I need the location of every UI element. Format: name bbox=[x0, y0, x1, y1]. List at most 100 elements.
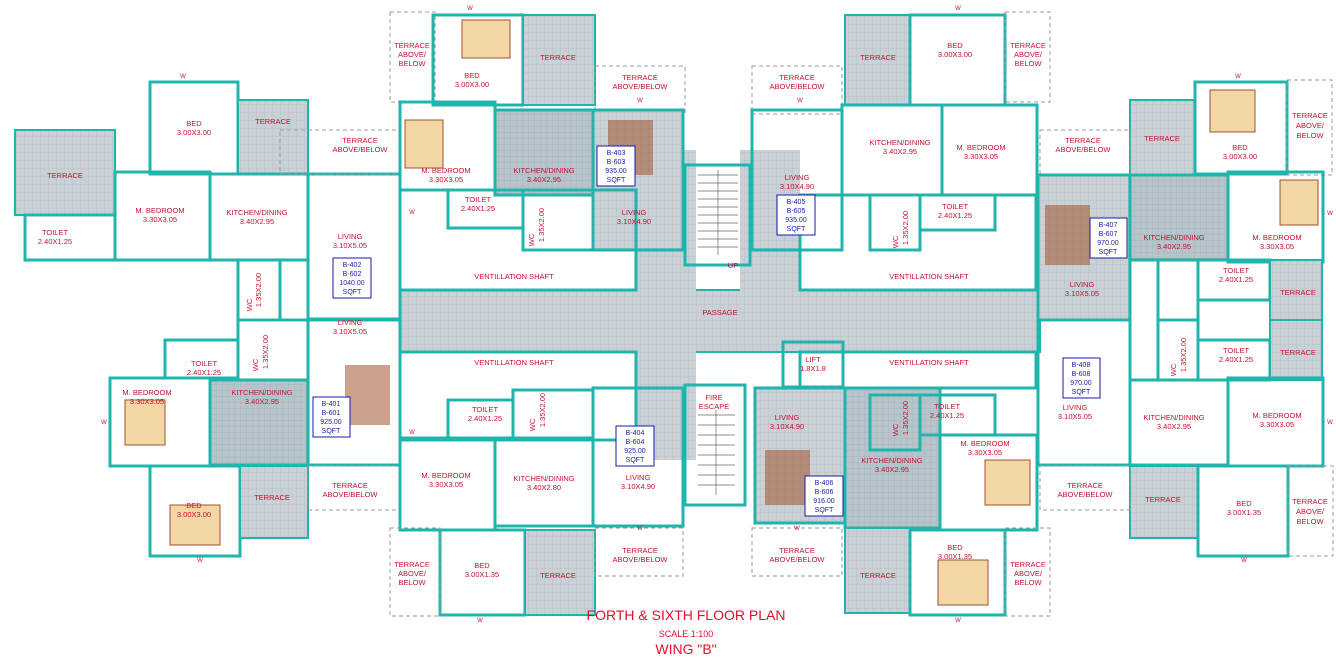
room-label: TERRACE bbox=[540, 53, 576, 62]
svg-text:W: W bbox=[1327, 211, 1333, 217]
room-label: KITCHEN/DINING bbox=[1143, 413, 1204, 422]
room-label: LIVING bbox=[1063, 403, 1088, 412]
room-label: M. BEDROOM bbox=[135, 206, 184, 215]
svg-text:B-407: B-407 bbox=[1099, 222, 1118, 229]
room-label: ABOVE/BELOW bbox=[322, 490, 378, 499]
room-label: BELOW bbox=[1014, 59, 1042, 68]
svg-text:1040.00: 1040.00 bbox=[339, 280, 364, 287]
svg-text:B-403: B-403 bbox=[607, 150, 626, 157]
svg-text:B-607: B-607 bbox=[1099, 231, 1118, 238]
room-label: WC bbox=[251, 358, 260, 371]
room-label: TERRACE bbox=[1144, 134, 1180, 143]
room-size: 2.40X1.25 bbox=[930, 411, 964, 420]
svg-text:B-405: B-405 bbox=[787, 199, 806, 206]
room-label: ABOVE/ bbox=[1014, 50, 1043, 59]
room-size: 3.10X4.90 bbox=[780, 182, 814, 191]
room-label: BED bbox=[186, 119, 202, 128]
svg-text:W: W bbox=[409, 430, 415, 436]
room-size: 1.35X2.00 bbox=[538, 393, 547, 427]
room-size: 3.30X3.05 bbox=[130, 397, 164, 406]
svg-text:B-605: B-605 bbox=[787, 208, 806, 215]
room-size: 3.10X5.05 bbox=[1065, 289, 1099, 298]
fire-escape-label: ESCAPE bbox=[699, 402, 729, 411]
room-label: BED bbox=[474, 561, 490, 570]
room-size: 3.30X3.05 bbox=[964, 152, 998, 161]
room-label: TERRACE bbox=[779, 73, 815, 82]
room-size: 3.30X3.05 bbox=[429, 175, 463, 184]
room-label: KITCHEN/DINING bbox=[513, 474, 574, 483]
room-size: 3.30X3.05 bbox=[1260, 242, 1294, 251]
room-size: 3.40X2.95 bbox=[875, 465, 909, 474]
room-label: KITCHEN/DINING bbox=[1143, 233, 1204, 242]
svg-text:W: W bbox=[794, 526, 800, 532]
room-label: LIVING bbox=[622, 208, 647, 217]
svg-text:970.00: 970.00 bbox=[1070, 380, 1092, 387]
room-label: KITCHEN/DINING bbox=[513, 166, 574, 175]
room-label: TERRACE bbox=[394, 560, 430, 569]
svg-text:W: W bbox=[477, 618, 483, 624]
room-size: 3.00X1.35 bbox=[465, 570, 499, 579]
svg-text:W: W bbox=[409, 210, 415, 216]
room-label: ABOVE/BELOW bbox=[769, 82, 825, 91]
room-label: TERRACE bbox=[1280, 348, 1316, 357]
svg-text:B-401: B-401 bbox=[322, 401, 341, 408]
room-label: ABOVE/BELOW bbox=[1055, 145, 1111, 154]
room-size: 3.40X2.80 bbox=[527, 483, 561, 492]
room-label: M. BEDROOM bbox=[421, 471, 470, 480]
lift-label: LIFT bbox=[805, 355, 821, 364]
room-size: 1.35X2.00 bbox=[254, 273, 263, 307]
plan-scale: SCALE 1:100 bbox=[659, 629, 714, 639]
room-size: 3.00X3.00 bbox=[938, 50, 972, 59]
room-label: TERRACE bbox=[1065, 136, 1101, 145]
room-size: 3.10X4.90 bbox=[621, 482, 655, 491]
room-label: TERRACE bbox=[332, 481, 368, 490]
room-label: WC bbox=[891, 235, 900, 248]
plan-title: FORTH & SIXTH FLOOR PLAN bbox=[587, 607, 786, 623]
room-size: 3.30X3.05 bbox=[1260, 420, 1294, 429]
room-label: M. BEDROOM bbox=[1252, 411, 1301, 420]
room-label: BED bbox=[1236, 499, 1252, 508]
room-label: WC bbox=[891, 423, 900, 436]
room-size: 2.40X1.25 bbox=[1219, 275, 1253, 284]
room-size: 3.00X3.00 bbox=[1223, 152, 1257, 161]
room-label: TOILET bbox=[1223, 266, 1250, 275]
svg-text:SQFT: SQFT bbox=[607, 177, 626, 184]
unit-401-walls bbox=[108, 318, 402, 558]
room-label: M. BEDROOM bbox=[1252, 233, 1301, 242]
room-size: 2.40X1.25 bbox=[187, 368, 221, 377]
room-size: 2.40X1.25 bbox=[38, 237, 72, 246]
room-label: TOILET bbox=[472, 405, 499, 414]
room-size: 3.10X5.05 bbox=[333, 327, 367, 336]
svg-text:B-404: B-404 bbox=[626, 430, 645, 437]
room-label: M. BEDROOM bbox=[122, 388, 171, 397]
room-label: ABOVE/BELOW bbox=[769, 555, 825, 564]
svg-text:W: W bbox=[797, 98, 803, 104]
svg-text:W: W bbox=[955, 6, 961, 12]
unit-402-walls bbox=[14, 80, 402, 322]
room-label: LIVING bbox=[1070, 280, 1095, 289]
room-label: TERRACE bbox=[342, 136, 378, 145]
svg-text:W: W bbox=[197, 558, 203, 564]
room-label: LIVING bbox=[785, 173, 810, 182]
room-size: 1.35X2.00 bbox=[901, 401, 910, 435]
svg-text:B-408: B-408 bbox=[1072, 362, 1091, 369]
room-size: 1.35X2.00 bbox=[261, 335, 270, 369]
room-size: 3.40X2.95 bbox=[883, 147, 917, 156]
svg-text:B-604: B-604 bbox=[626, 439, 645, 446]
room-size: 3.40X2.95 bbox=[1157, 242, 1191, 251]
room-size: 1.35X2.00 bbox=[537, 208, 546, 242]
room-label: TERRACE bbox=[1067, 481, 1103, 490]
room-label: WC bbox=[527, 233, 536, 246]
svg-text:B-601: B-601 bbox=[322, 410, 341, 417]
room-label: TERRACE bbox=[1010, 560, 1046, 569]
room-label: KITCHEN/DINING bbox=[231, 388, 292, 397]
room-label: ABOVE/BELOW bbox=[1057, 490, 1113, 499]
unit-tag-407: B-407 B-607 970.00 SQFT bbox=[1089, 217, 1128, 259]
svg-text:W: W bbox=[180, 74, 186, 80]
room-label: TERRACE bbox=[1292, 111, 1328, 120]
svg-text:W: W bbox=[1241, 558, 1247, 564]
room-label: ABOVE/ bbox=[398, 569, 427, 578]
room-size: 3.40X2.95 bbox=[1157, 422, 1191, 431]
stair bbox=[683, 163, 752, 267]
room-size: 3.00X3.00 bbox=[177, 510, 211, 519]
